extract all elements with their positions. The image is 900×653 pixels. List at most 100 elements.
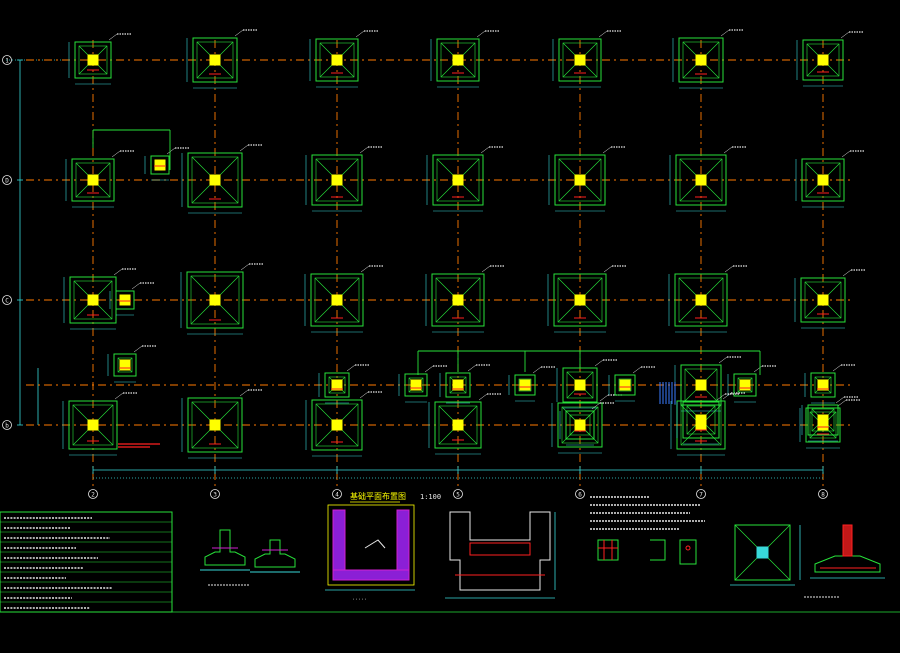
tag-leader: [835, 396, 845, 404]
footing-outline: [71, 158, 115, 202]
column-stub: [574, 54, 586, 66]
column-stub: [87, 294, 99, 306]
tag-leader: [720, 29, 730, 37]
column-stub: [410, 379, 422, 391]
footing-step: [518, 378, 532, 392]
tag-leader: [478, 393, 488, 401]
footing-outline: [445, 372, 471, 398]
row-axis-label: C: [5, 298, 9, 305]
footing-J: [181, 389, 262, 459]
footing-step: [78, 45, 108, 75]
footing-step: [438, 405, 478, 445]
tag-leader: [591, 402, 601, 410]
col-axis-6: 6: [575, 489, 585, 499]
col-axis-label: 3: [213, 492, 217, 499]
footing-small: [398, 365, 447, 403]
footing-step: [408, 377, 424, 393]
footing-step: [328, 376, 346, 394]
column-stub: [331, 54, 343, 66]
tag-leader: [753, 365, 763, 373]
footing-outline: [113, 353, 137, 377]
footing-step: [436, 158, 480, 202]
tag-leader: [724, 265, 734, 273]
tag-leader: [355, 30, 365, 38]
footing-outline: [315, 38, 359, 82]
footing-step: [737, 377, 753, 393]
column-section-detail: [597, 539, 697, 565]
tag-leader: [476, 30, 486, 38]
footing-J: [63, 268, 136, 330]
tie-beam-lines: [92, 129, 761, 375]
tag-leader: [832, 364, 842, 372]
footing-outline: [192, 37, 238, 83]
tag-leader: [114, 392, 124, 400]
column-stub: [452, 419, 464, 431]
tag-leader: [166, 147, 176, 155]
col-axis-label: 4: [335, 492, 339, 499]
footing-J: [795, 150, 864, 208]
footing-outline: [431, 273, 485, 327]
footing-step: [558, 158, 602, 202]
column-stub: [209, 419, 221, 431]
footing-outline: [674, 273, 728, 327]
footing-outline: [558, 38, 602, 82]
footing-small: [556, 359, 617, 409]
footing-step: [72, 404, 114, 446]
footing-step: [569, 414, 591, 436]
tag-leader: [111, 150, 121, 158]
column-stub: [817, 379, 829, 391]
tag-leader: [360, 265, 370, 273]
column-stub: [331, 419, 343, 431]
footing-J: [305, 391, 382, 457]
footing-step: [562, 42, 598, 78]
row-axis-D: D: [2, 175, 12, 185]
stair-detail: [659, 382, 676, 404]
pit-section-detail: 基础平面布置图 1:100 ·····: [325, 491, 441, 603]
footing-step: [566, 371, 594, 399]
column-stub: [209, 174, 221, 186]
typical-footing-section: [804, 524, 885, 598]
column-stub: [119, 359, 131, 371]
footing-J: [181, 144, 262, 214]
column-stub: [154, 159, 166, 171]
col-axis-3: 3: [210, 489, 220, 499]
tag-leader: [239, 389, 249, 397]
column-stub: [695, 174, 707, 186]
footing-step: [686, 405, 716, 435]
column-stub: [452, 379, 464, 391]
footing-outline: [614, 374, 636, 396]
footing-outline: [802, 39, 844, 81]
column-axis-bubbles: 2 3 4 5 6 7 8: [88, 489, 828, 499]
footing-small: [674, 356, 741, 412]
tag-leader: [603, 265, 613, 273]
pad-footing-section-detail: [200, 529, 300, 586]
footing-step: [679, 158, 723, 202]
footing-outline: [324, 372, 350, 398]
footing-step: [190, 275, 240, 325]
column-stub: [574, 174, 586, 186]
tag-leader: [131, 282, 141, 290]
column-stub: [817, 174, 829, 186]
left-dimension-chain: [6, 59, 70, 426]
footing-J: [65, 150, 134, 208]
general-notes: [590, 496, 705, 530]
footing-step: [315, 158, 359, 202]
column-stub: [695, 54, 707, 66]
col-axis-7: 7: [696, 489, 706, 499]
footing-step: [314, 277, 360, 323]
column-stub: [739, 379, 751, 391]
tag-leader: [723, 146, 733, 154]
footing-step: [557, 277, 603, 323]
footing-J: [304, 265, 383, 333]
tag-leader: [841, 150, 851, 158]
dim-text: ·····: [352, 597, 367, 603]
tag-leader: [424, 365, 434, 373]
tag-leader: [598, 30, 608, 38]
footing-outline: [554, 154, 606, 206]
column-stub: [331, 294, 343, 306]
footing-small: [608, 366, 655, 402]
footing-outline: [807, 404, 839, 436]
footing-small: [144, 147, 189, 181]
footing-step: [561, 406, 599, 444]
tag-leader: [840, 31, 850, 39]
